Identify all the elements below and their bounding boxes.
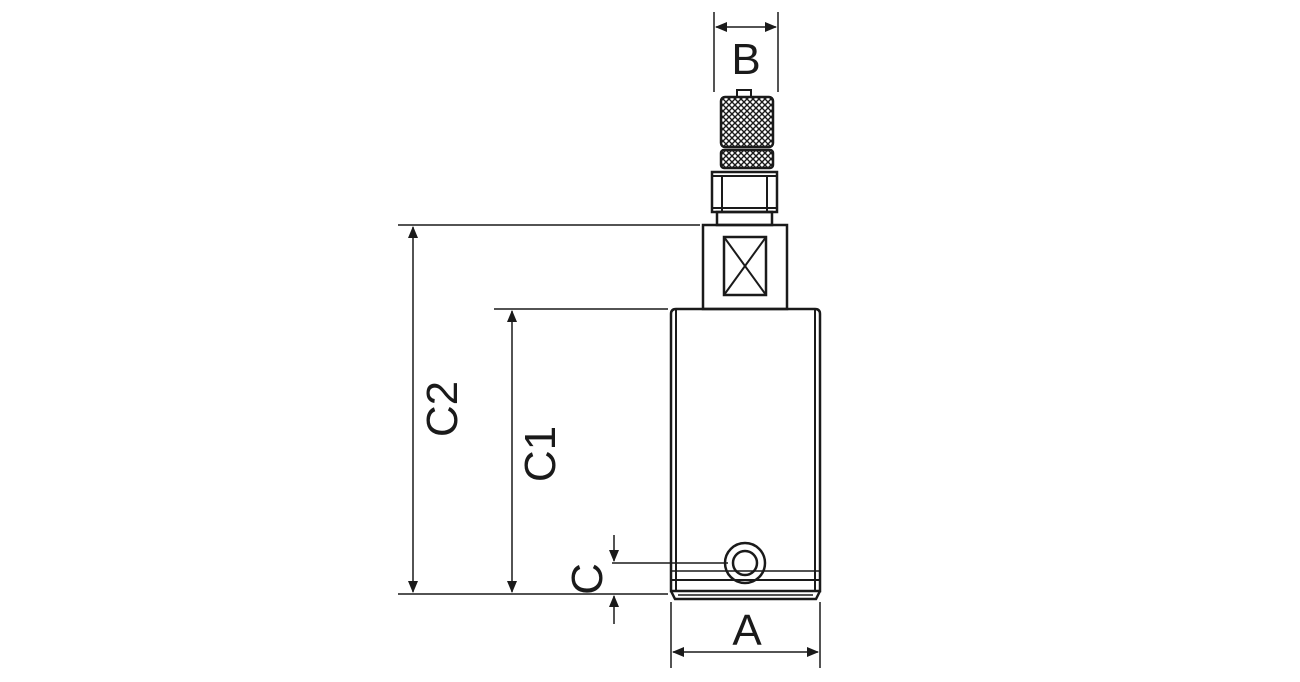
cylinder-body	[669, 307, 822, 601]
knurl-upper	[719, 95, 775, 149]
dimension-lines	[408, 22, 819, 657]
knurl-lower	[719, 148, 775, 170]
x-box	[722, 235, 768, 297]
dimension-labels: B A C2 C1 C	[418, 35, 762, 655]
base-lip	[669, 590, 822, 601]
extension-lines	[398, 12, 821, 668]
square-housing	[701, 223, 789, 311]
label-b: B	[731, 35, 760, 84]
hex-fitting	[710, 170, 779, 227]
body-outline	[669, 307, 822, 593]
label-a: A	[732, 606, 762, 655]
port-inner	[731, 549, 759, 577]
label-c: C	[563, 563, 612, 595]
label-c1: C1	[516, 426, 565, 482]
label-c2: C2	[418, 381, 467, 437]
port-outer	[723, 541, 767, 585]
knurled-cap	[719, 89, 775, 170]
stem	[715, 210, 774, 227]
